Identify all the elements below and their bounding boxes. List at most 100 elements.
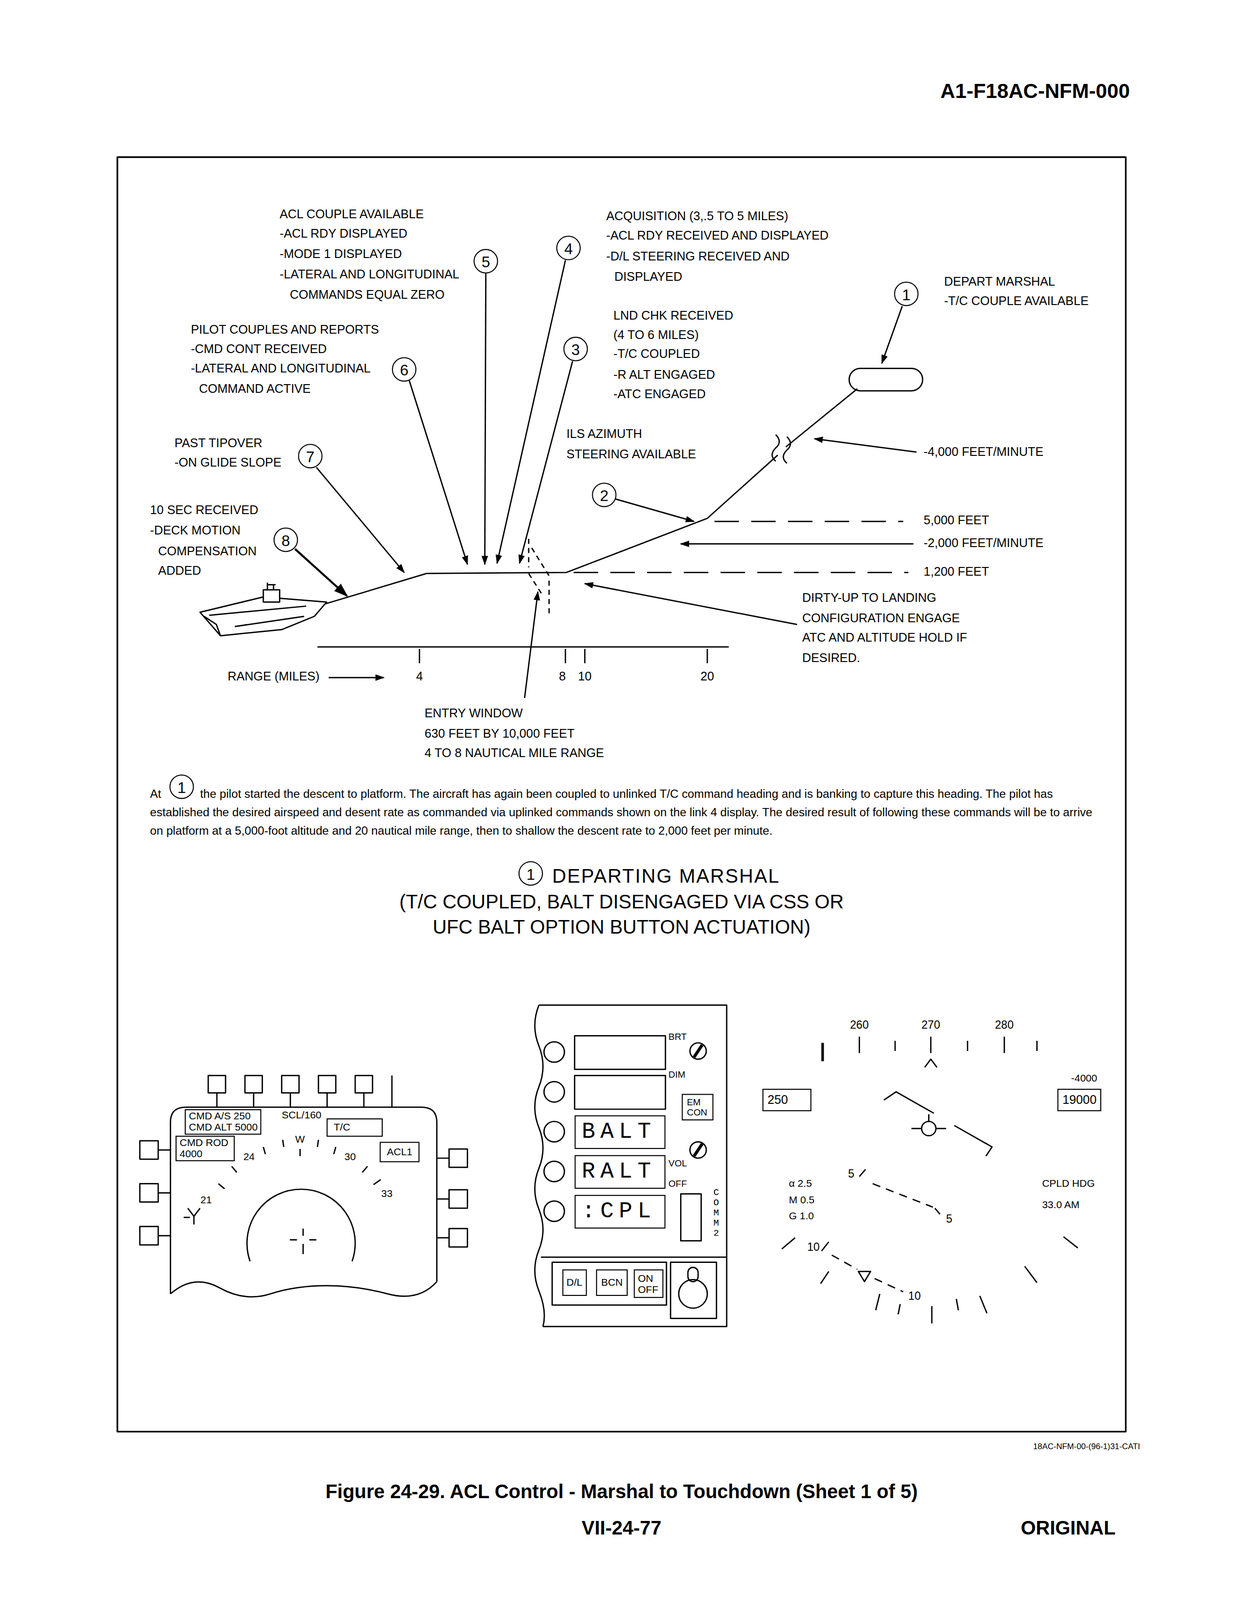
ddi-display	[139, 1140, 159, 1160]
heading-scale: 30	[344, 1151, 356, 1164]
page-status: ORIGINAL	[1020, 1515, 1116, 1540]
ufc-panel	[678, 1279, 708, 1309]
callout-number: 8	[281, 532, 291, 548]
carrier-ship	[204, 606, 307, 636]
note-text: At	[149, 784, 162, 804]
callout-number: 4	[564, 240, 573, 256]
ufc-panel	[574, 1036, 666, 1070]
carrier-ship	[199, 582, 327, 636]
approach-profile	[785, 389, 858, 448]
hud-display	[831, 1255, 904, 1293]
ddi-display	[170, 1107, 437, 1295]
ufc-panel	[543, 1161, 565, 1182]
callout-circle: 2	[591, 482, 617, 507]
pitch-ladder-label: 5	[847, 1167, 855, 1181]
hud-readout: M 0.5	[788, 1193, 815, 1208]
callout-leader	[484, 273, 486, 565]
display-readout: T/C	[333, 1121, 376, 1134]
hud-display	[859, 1037, 1038, 1054]
callout-text: DIRTY-UP TO LANDING CONFIGURATION ENGAGE…	[802, 589, 969, 669]
pitch-ladder-label: 10	[908, 1289, 921, 1303]
callout-number: 1	[177, 779, 187, 795]
callout-leader	[316, 467, 405, 573]
ddi-display	[139, 1184, 159, 1203]
button-legend: BCN	[601, 1276, 623, 1289]
approach-profile	[814, 439, 917, 453]
display-readout: SCL/160	[281, 1109, 322, 1122]
callout-text: -ATC ENGAGED	[613, 385, 706, 406]
callout-circle: 8	[273, 527, 298, 553]
hud-readout: α 2.5	[788, 1176, 812, 1191]
document-number: A1-F18AC-NFM-000	[940, 78, 1130, 103]
ufc-panel	[552, 1262, 667, 1306]
axis-tick-label: 8	[558, 667, 566, 688]
callout-text: PAST TIPOVER	[174, 434, 263, 455]
ddi-display	[246, 1189, 356, 1262]
readout-box: 19000	[1057, 1089, 1102, 1112]
ufc-panel	[574, 1075, 666, 1110]
ufc-panel	[680, 1194, 701, 1242]
hud-display	[911, 1114, 947, 1129]
hud-display	[858, 1271, 871, 1283]
approach-profile	[317, 647, 729, 664]
panel-button: ON OFF	[634, 1269, 664, 1299]
callout-text: -ACL RDY RECEIVED AND DISPLAYED	[606, 227, 829, 247]
panel-button: BCN	[596, 1269, 628, 1297]
hud-readout: -4000	[1071, 1072, 1098, 1085]
option-window: :CPL	[574, 1195, 666, 1229]
readout-box: CMD ROD 4000	[175, 1136, 235, 1162]
callout-leader	[409, 380, 468, 565]
axis-title: RANGE (MILES)	[227, 667, 320, 688]
hud-display	[859, 1169, 866, 1177]
ufc-panel	[543, 1041, 565, 1063]
approach-profile	[317, 368, 923, 699]
callout-text: ILS AZIMUTH STEERING AVAILABLE	[566, 424, 704, 465]
callout-text: LND CHK RECEIVED	[613, 306, 733, 327]
hud-readout: G 1.0	[788, 1209, 814, 1224]
approach-profile	[324, 455, 778, 604]
control-label: OFF	[668, 1178, 687, 1190]
ufc-panel	[540, 1256, 727, 1259]
rate-label: -2,000 FEET/MINUTE	[923, 534, 1044, 554]
callout-number: 5	[481, 253, 491, 270]
option-legend: RALT	[581, 1158, 659, 1186]
callout-circle: 4	[556, 235, 581, 261]
callout-leader	[615, 499, 695, 522]
ddi-display	[218, 1139, 381, 1189]
panel-button: D/L	[562, 1269, 587, 1297]
callout-text: ACQUISITION (3,.5 TO 5 MILES)	[606, 207, 789, 228]
hud-readout: 33.0 AM	[1041, 1198, 1080, 1213]
axis-tick-label: 20	[700, 667, 715, 688]
heading-scale: 260	[849, 1018, 869, 1032]
ufc-panel	[670, 1262, 717, 1319]
button-legend: D/L	[566, 1276, 583, 1289]
callout-text: DEPART MARSHAL	[944, 272, 1056, 293]
ddi-display	[183, 1208, 201, 1225]
heading-scale: 280	[994, 1018, 1014, 1032]
ddi-display	[436, 1158, 449, 1238]
callout-text: -T/C COUPLED	[613, 345, 700, 366]
display-readout: CMD ALT 5000	[188, 1122, 258, 1133]
figure-caption: Figure 24-29. ACL Control - Marshal to T…	[325, 1479, 918, 1503]
ufc-panel	[543, 1081, 565, 1103]
callout-text: (4 TO 6 MILES)	[613, 325, 699, 346]
callout-leader	[294, 549, 347, 597]
approach-profile	[585, 583, 798, 625]
figure-frame	[117, 157, 1126, 1433]
callout-text: 4 TO 8 NAUTICAL MILE RANGE	[424, 744, 604, 765]
ddi-display	[449, 1149, 468, 1168]
approach-profile	[573, 571, 909, 574]
callout-text: -LATERAL AND LONGITUDINAL COMMAND ACTIVE	[190, 359, 388, 400]
hud-readout: 19000	[1062, 1092, 1097, 1107]
callout-text: -ACL RDY DISPLAYED	[279, 224, 407, 245]
hud-display	[924, 1059, 937, 1068]
ufc-panel	[543, 1121, 565, 1142]
control-label: COMM 2	[713, 1188, 719, 1240]
ddi-display	[170, 1282, 437, 1298]
callout-number: 2	[600, 487, 609, 504]
hud-display	[921, 1121, 936, 1136]
ufc-panel	[534, 1005, 545, 1327]
sheet-heading: DEPARTING MARSHAL	[552, 862, 781, 889]
hud-readout: CPLD HDG	[1041, 1176, 1095, 1191]
